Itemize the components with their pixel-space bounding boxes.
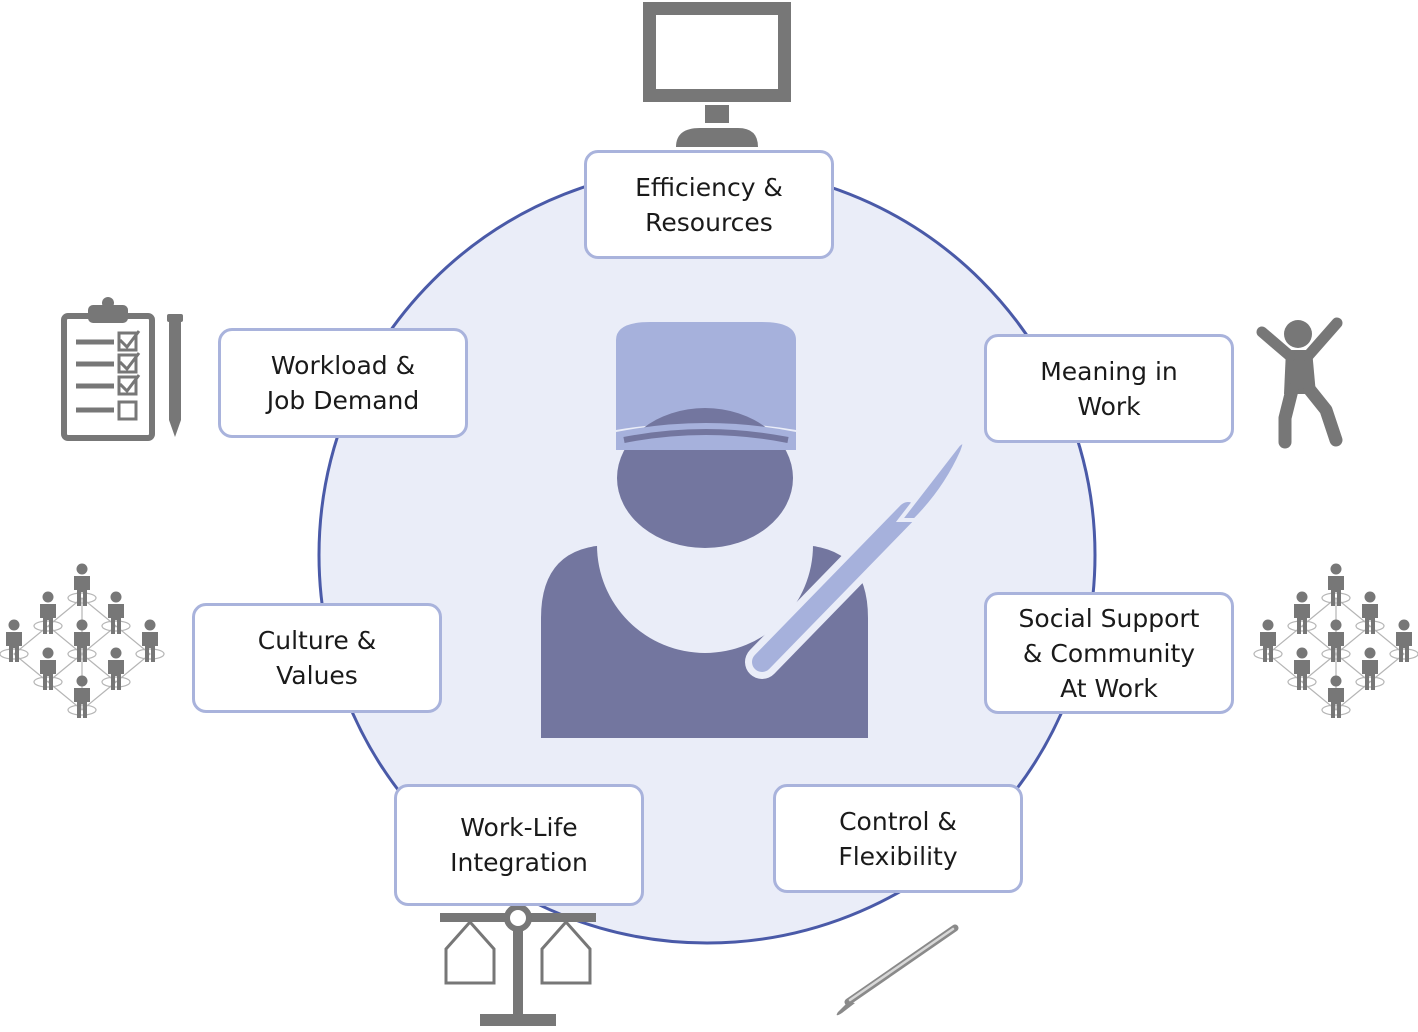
node-label: Culture & Values (257, 626, 377, 690)
people-network-icon (0, 564, 164, 719)
node-label: Social Support & Community At Work (1018, 603, 1200, 703)
node-meaning-in-work: Meaning in Work (984, 334, 1234, 443)
node-label: Meaning in Work (1040, 356, 1178, 421)
node-label: Workload & Job Demand (266, 351, 420, 415)
node-social-support: Social Support & Community At Work (984, 592, 1234, 714)
node-label: Control & Flexibility (838, 806, 958, 871)
balance-scale-icon (440, 904, 596, 1026)
clipboard-checklist-icon (61, 297, 183, 441)
node-culture-values: Culture & Values (192, 603, 442, 713)
people-network-icon (1254, 564, 1418, 719)
node-work-life-integration: Work-Life Integration (394, 784, 644, 906)
node-label: Work-Life Integration (450, 813, 588, 877)
node-workload-job-demand: Workload & Job Demand (218, 328, 468, 438)
node-efficiency-resources: Efficiency & Resources (584, 150, 834, 259)
jumping-person-icon (1256, 317, 1343, 449)
surgeon-icon (541, 322, 868, 738)
computer-monitor-icon (643, 2, 791, 147)
node-control-flexibility: Control & Flexibility (773, 784, 1023, 893)
node-label: Efficiency & Resources (635, 172, 783, 237)
scalpel-icon (745, 439, 967, 679)
scalpel-icon (836, 924, 959, 1016)
